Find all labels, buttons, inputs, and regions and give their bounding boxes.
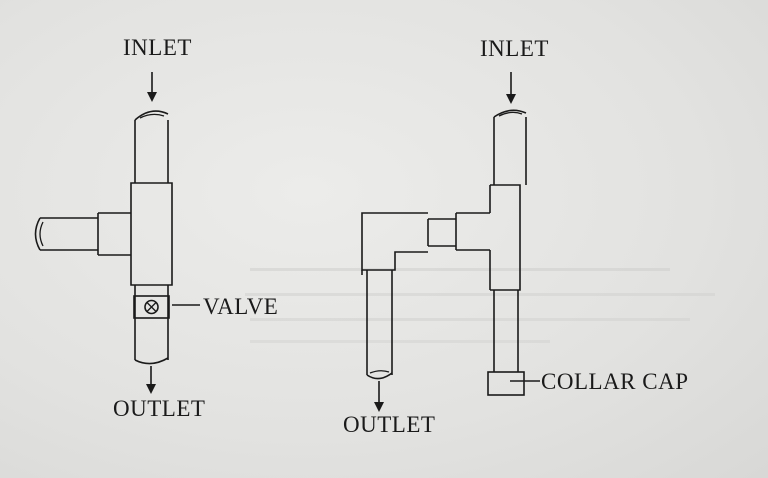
left-lower-pipe	[134, 285, 169, 365]
right-collar-cap-label: COLLAR CAP	[541, 369, 689, 394]
right-inlet-label: INLET	[480, 36, 549, 61]
left-valve	[133, 295, 170, 319]
right-outlet-arrow	[374, 381, 384, 412]
right-collar-cap	[487, 371, 525, 396]
left-top-pipe	[134, 110, 169, 183]
right-horizontal-pipe	[427, 218, 456, 247]
left-side-branch-pipe	[34, 217, 98, 251]
right-outlet-label: OUTLET	[343, 412, 435, 437]
left-inlet-arrow	[147, 72, 157, 102]
left-valve-label: VALVE	[203, 294, 278, 319]
right-top-pipe	[493, 109, 527, 185]
right-lower-pipe	[493, 290, 519, 372]
bleed-through-text	[245, 268, 715, 343]
left-inlet-label: INLET	[123, 35, 192, 60]
left-outlet-label: OUTLET	[113, 396, 205, 421]
right-pipe-assembly: INLET	[343, 36, 689, 437]
left-tee-fitting	[97, 182, 173, 286]
left-pipe-assembly: INLET	[34, 35, 278, 421]
right-elbow-fitting	[361, 212, 428, 275]
right-outlet-pipe	[366, 270, 393, 380]
right-tee-fitting	[455, 184, 521, 291]
left-outlet-arrow	[146, 366, 156, 394]
right-inlet-arrow	[506, 72, 516, 104]
